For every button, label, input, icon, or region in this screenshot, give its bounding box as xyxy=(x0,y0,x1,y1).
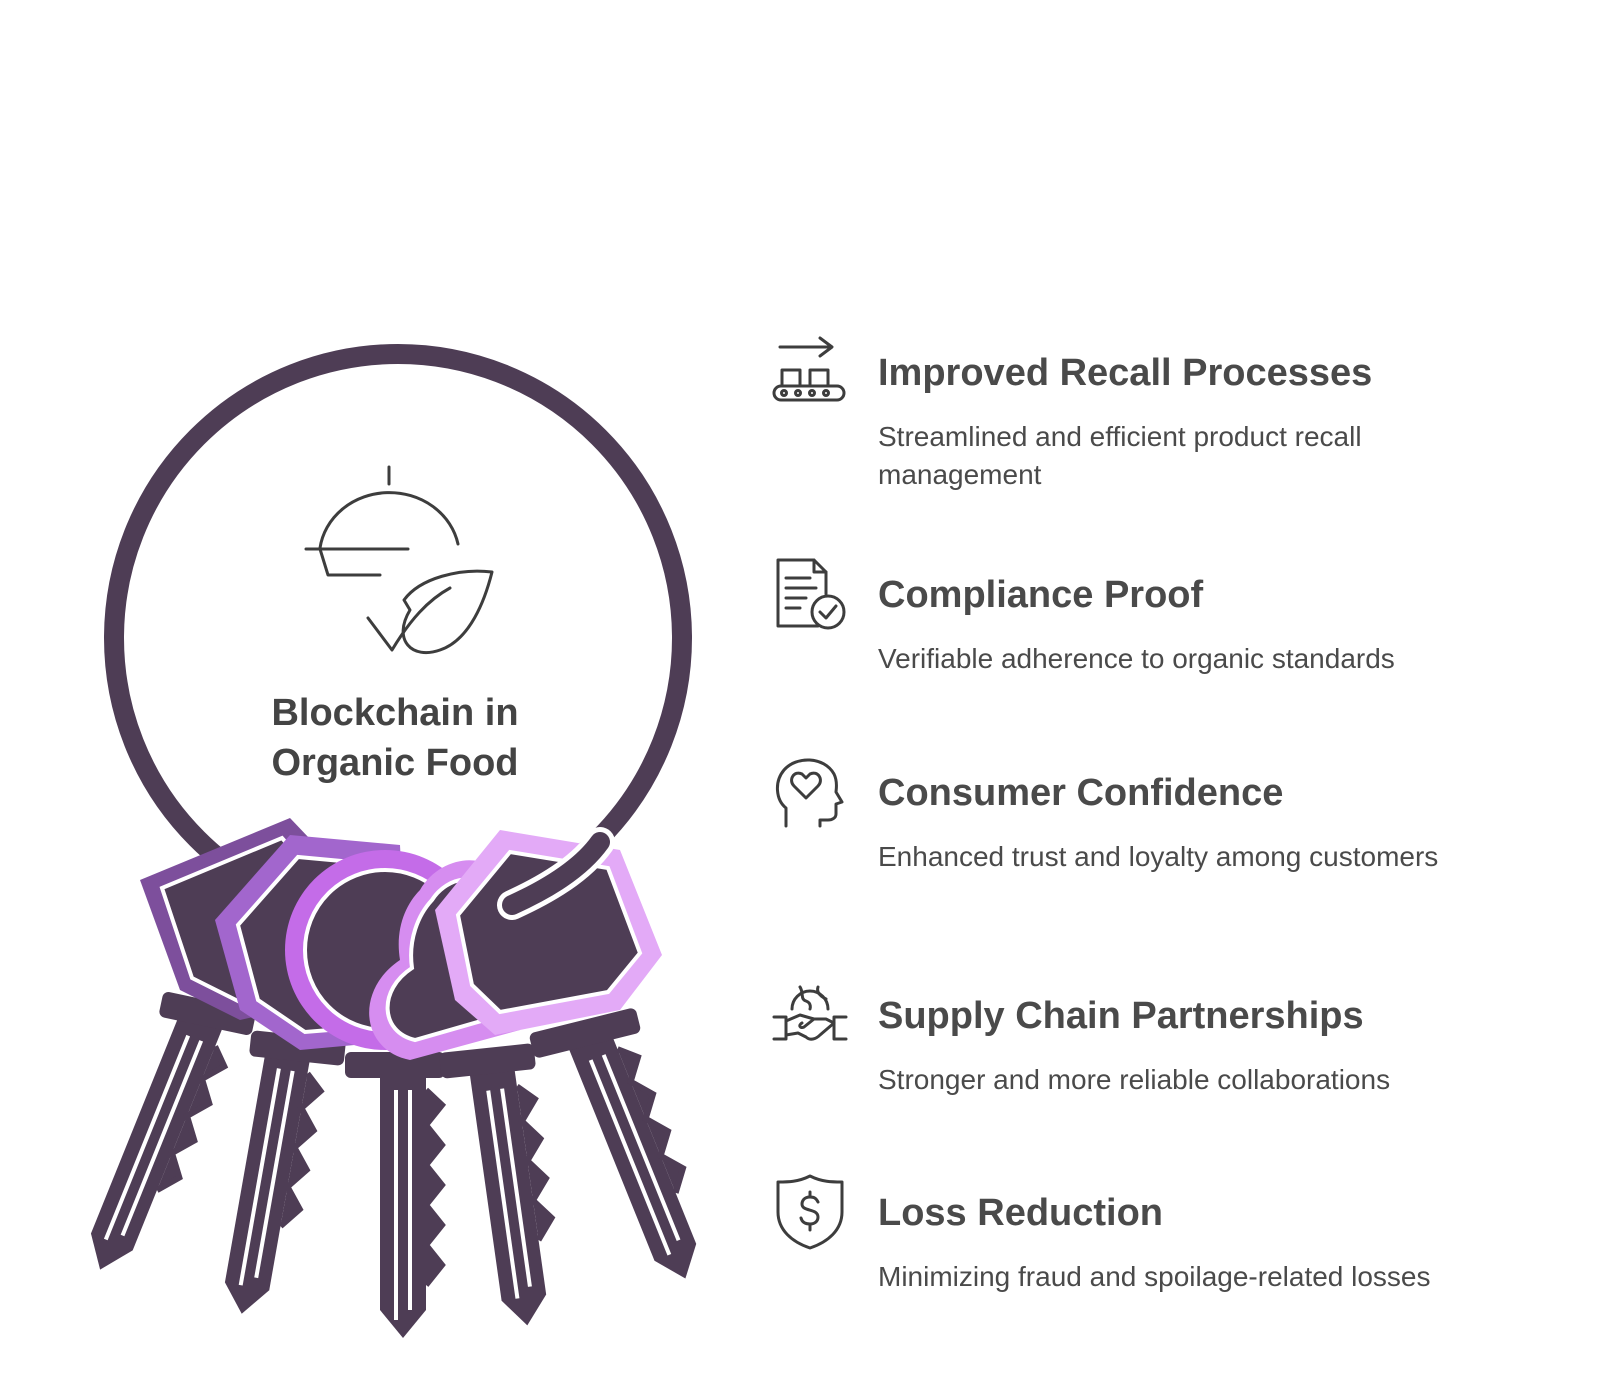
globe-handshake-icon xyxy=(772,985,848,1041)
key-blade-3 xyxy=(380,1060,426,1338)
head-heart-icon xyxy=(776,758,844,828)
key-head-5 xyxy=(435,830,662,1035)
center-title: Blockchain in Organic Food xyxy=(230,688,560,788)
key-collar-3 xyxy=(345,1052,445,1078)
benefit-description: Streamlined and efficient product recall… xyxy=(878,421,1362,490)
benefit-description: Enhanced trust and loyalty among custome… xyxy=(878,841,1439,872)
benefit-title: Loss Reduction xyxy=(878,1192,1164,1234)
document-check-icon xyxy=(776,558,846,630)
benefit-title: Improved Recall Processes xyxy=(878,352,1373,394)
key-collar-1 xyxy=(159,992,256,1035)
key-blade-1 xyxy=(90,1001,227,1270)
key-collar-4 xyxy=(439,1043,536,1079)
benefit-description: Minimizing fraud and spoilage-related lo… xyxy=(878,1261,1431,1292)
benefit-title: Compliance Proof xyxy=(878,574,1204,616)
conveyor-arrow-icon xyxy=(772,336,846,402)
key-blades xyxy=(90,1001,697,1338)
key-blade-5 xyxy=(564,1021,697,1279)
benefit-description: Stronger and more reliable collaboration… xyxy=(878,1064,1391,1095)
benefit-title: Consumer Confidence xyxy=(878,772,1284,814)
benefit-title: Supply Chain Partnerships xyxy=(878,995,1364,1037)
center-title-line2: Organic Food xyxy=(271,742,519,784)
keyring-illustration xyxy=(90,344,697,1338)
shield-dollar-icon xyxy=(776,1174,844,1250)
key-collar-5 xyxy=(529,1008,641,1058)
center-title-line1: Blockchain in xyxy=(271,692,519,734)
benefit-description: Verifiable adherence to organic standard… xyxy=(878,643,1395,674)
organic-dish-icon xyxy=(304,465,494,655)
